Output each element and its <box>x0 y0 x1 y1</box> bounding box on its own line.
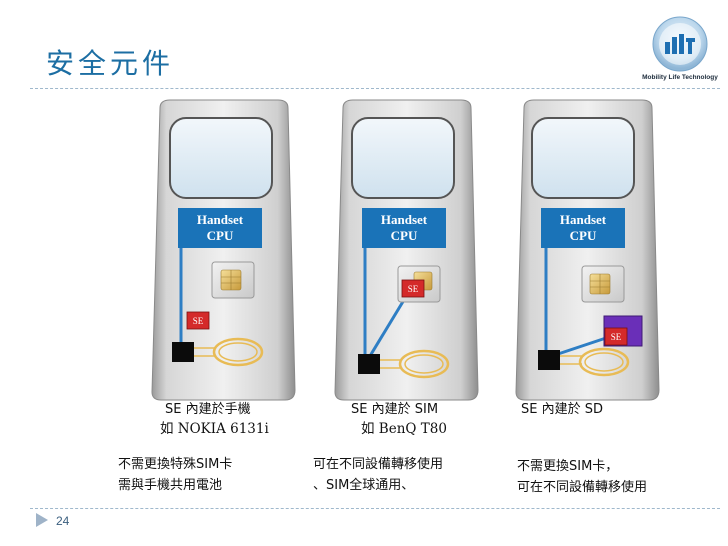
logo-tagline: Mobility Life Technology <box>642 74 718 81</box>
company-logo: Mobility Life Technology <box>632 12 728 84</box>
se-label: SE <box>408 284 419 294</box>
sim-card-icon <box>581 265 625 303</box>
phone-screen <box>169 117 273 199</box>
se-chip-icon <box>401 279 425 298</box>
phone-1-caption-line1: SE 內建於手機 <box>165 402 251 417</box>
handset-label: Handset <box>381 212 428 227</box>
phone-1-note-line2: 需與手機共用電池 <box>118 478 223 493</box>
antenna-coil-icon <box>578 347 630 377</box>
footer-divider <box>30 508 720 509</box>
antenna-coil-icon <box>398 349 450 379</box>
cpu-label: CPU <box>391 228 418 243</box>
cpu-label: CPU <box>207 228 234 243</box>
phone-screen <box>531 117 635 199</box>
sim-card-icon <box>211 261 255 299</box>
phone-1-caption-line2: 如 NOKIA 6131i <box>160 421 269 437</box>
phone-3: Handset CPU SE <box>515 99 660 401</box>
phone-2-caption-line2: 如 BenQ T80 <box>361 421 447 437</box>
nfc-controller-icon <box>358 354 380 374</box>
handset-cpu-box <box>362 208 446 248</box>
se-label: SE <box>193 316 204 326</box>
slide-title: 安全元件 <box>46 47 175 80</box>
cpu-label: CPU <box>570 228 597 243</box>
logo-mark-icon <box>652 16 708 72</box>
se-chip-icon <box>186 311 210 330</box>
phone-1: Handset CPU SE <box>151 99 296 401</box>
handset-cpu-box <box>178 208 262 248</box>
phone-3-note-line2: 可在不同設備轉移使用 <box>517 480 648 495</box>
nfc-controller-icon <box>172 342 194 362</box>
phone-2-caption-line1: SE 內建於 SIM <box>351 402 439 417</box>
se-label: SE <box>611 332 622 342</box>
handset-label: Handset <box>560 212 607 227</box>
se-chip-icon <box>604 327 628 346</box>
nfc-controller-icon <box>538 350 560 370</box>
phone-2-note-line2: 、SIM全球通用、 <box>313 478 415 493</box>
handset-label: Handset <box>197 212 244 227</box>
phone-1-note-line1: 不需更換特殊SIM卡 <box>118 457 233 472</box>
phone-3-caption-line1: SE 內建於 SD <box>521 402 603 417</box>
title-divider <box>30 88 720 89</box>
triangle-bullet-icon <box>36 513 48 527</box>
connector-line-to-sd <box>557 336 607 356</box>
phone-3-note: 不需更換SIM卡， 可在不同設備轉移使用 <box>517 456 647 498</box>
handset-cpu-box <box>541 208 625 248</box>
antenna-coil-icon <box>212 337 264 367</box>
phone-2-note: 可在不同設備轉移使用 、SIM全球通用、 <box>313 454 443 496</box>
phone-1-note: 不需更換特殊SIM卡 需與手機共用電池 <box>118 454 232 496</box>
phone-3-note-line1: 不需更換SIM卡， <box>517 459 619 474</box>
page-number: 24 <box>56 514 70 528</box>
phone-2: Handset CPU SE <box>334 99 479 401</box>
phone-2-note-line1: 可在不同設備轉移使用 <box>313 457 444 472</box>
phone-screen <box>351 117 455 199</box>
